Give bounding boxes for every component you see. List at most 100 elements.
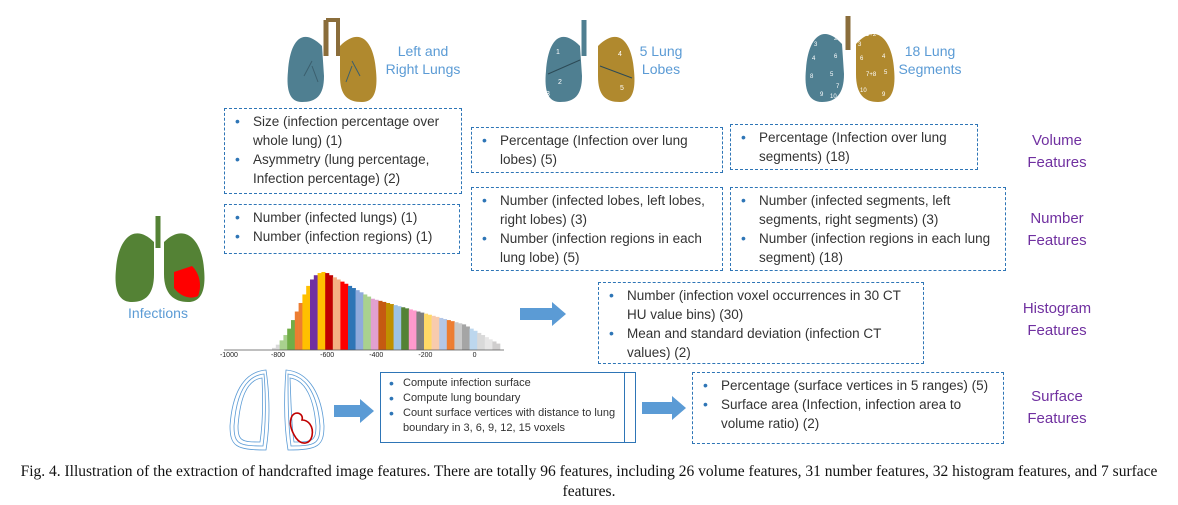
histogram-bar — [340, 281, 345, 350]
histogram-bar — [382, 301, 387, 350]
feature-item: Number (infected segments, left segments… — [739, 191, 1001, 229]
segment-number: 10 — [860, 88, 867, 94]
segment-number: 8 — [810, 74, 814, 80]
histogram-bar — [401, 307, 406, 350]
feature-item: Count surface vertices with distance to … — [387, 406, 623, 436]
segment-number: 4 — [812, 56, 816, 62]
histogram-bar — [450, 321, 455, 350]
histogram-bar — [446, 320, 451, 350]
histogram-bar — [484, 337, 489, 350]
histogram-bar — [344, 283, 349, 350]
left-right-lungs-image — [287, 18, 377, 102]
segment-number: 9 — [820, 92, 824, 98]
infection-lungs-image — [115, 216, 205, 302]
histogram-bar — [454, 322, 459, 350]
lung-segments-image: 1 2 3 4 5 6 7 8 9 10 1+2 3 4 5 6 7+8 9 1… — [805, 16, 895, 103]
histogram-bar — [443, 319, 448, 350]
histogram-bar — [412, 310, 417, 350]
histogram-bar — [473, 330, 478, 350]
volume-segments-box: Percentage (Infection over lung segments… — [730, 124, 978, 170]
histogram-bar — [405, 308, 410, 350]
lobe-number: 1 — [556, 49, 560, 56]
histogram-bar — [348, 285, 353, 350]
histogram-tick-label: -800 — [271, 352, 286, 359]
feature-item: Number (infection regions in each lung s… — [739, 229, 1001, 267]
histogram-bar — [469, 328, 474, 350]
feature-item: Number (infection regions) (1) — [233, 227, 455, 246]
histogram-bar — [298, 302, 303, 350]
feature-item: Asymmetry (lung percentage, Infection pe… — [233, 150, 457, 188]
histogram-bar — [397, 306, 402, 350]
feature-item: Number (infected lobes, left lobes, righ… — [480, 191, 718, 229]
histogram-bar — [306, 285, 311, 350]
histogram-bar — [294, 311, 299, 350]
histogram-bar — [272, 347, 277, 350]
histogram-bar — [321, 272, 326, 350]
lung-surface-contour-image — [229, 369, 325, 451]
segment-number: 3 — [858, 42, 862, 48]
surface-compute-box: Compute infection surface Compute lung b… — [380, 372, 636, 443]
histogram-bar — [488, 339, 493, 350]
surface-features-label: Surface Features — [1027, 388, 1087, 427]
histogram-bar — [424, 313, 429, 350]
volume-features-label: Volume Features — [1027, 132, 1087, 171]
histogram-bar — [481, 335, 486, 350]
lung-segments-label: 18 Lung Segments — [898, 43, 962, 77]
histogram-tick-label: -200 — [418, 352, 433, 359]
feature-item: Compute infection surface — [387, 376, 623, 391]
segment-number: 4 — [882, 54, 886, 60]
histogram-bar — [329, 275, 334, 350]
histogram-bar — [408, 309, 413, 350]
histogram-bar — [420, 312, 425, 350]
histogram-bar — [439, 317, 444, 350]
segment-number: 9 — [882, 92, 886, 98]
histogram-bar — [427, 314, 432, 350]
segment-number: 10 — [830, 94, 837, 100]
figure-caption: Fig. 4. Illustration of the extraction o… — [20, 463, 1158, 500]
segment-number: 6 — [860, 56, 864, 62]
infections-label: Infections — [128, 305, 188, 321]
histogram-bar — [462, 324, 467, 350]
number-lobes-box: Number (infected lobes, left lobes, righ… — [471, 187, 723, 271]
left-right-lungs-label: Left and Right Lungs — [385, 43, 461, 77]
histogram-bar — [287, 328, 292, 350]
feature-item: Percentage (Infection over lung segments… — [739, 128, 973, 166]
lobe-number: 5 — [620, 85, 624, 92]
histogram-bar — [336, 279, 341, 350]
segment-number: 5 — [830, 72, 834, 78]
histogram-bar — [313, 275, 318, 350]
histogram-arrow — [520, 302, 566, 326]
lung-lobes-label: 5 Lung Lobes — [639, 43, 683, 77]
feature-item: Size (infection percentage over whole lu… — [233, 112, 457, 150]
histogram-bar — [359, 292, 364, 350]
histogram-bar — [370, 298, 375, 350]
histogram-bar — [325, 273, 330, 350]
feature-item: Number (infected lungs) (1) — [233, 208, 455, 227]
segment-number: 2 — [834, 36, 838, 42]
segment-number: 6 — [834, 54, 838, 60]
segment-number: 1+2 — [866, 32, 877, 38]
volume-lobes-box: Percentage (Infection over lung lobes) (… — [471, 127, 723, 173]
histogram-features-box: Number (infection voxel occurrences in 3… — [598, 282, 924, 364]
histogram-tick-label: -1000 — [219, 352, 238, 359]
number-lungs-box: Number (infected lungs) (1) Number (infe… — [224, 204, 460, 254]
histogram-bar — [279, 340, 284, 350]
segment-number: 1 — [824, 24, 828, 30]
feature-item: Compute lung boundary — [387, 391, 623, 406]
histogram-chart — [224, 272, 504, 351]
segment-number: 5 — [884, 70, 888, 76]
histogram-bar — [374, 299, 379, 350]
histogram-bar — [386, 302, 391, 350]
histogram-bar — [351, 288, 356, 350]
histogram-bar — [435, 316, 440, 350]
histogram-bar — [283, 335, 288, 350]
histogram-features-label: Histogram Features — [1022, 300, 1092, 339]
feature-item: Mean and standard deviation (infection C… — [607, 324, 919, 362]
histogram-bar — [416, 311, 421, 350]
feature-item: Surface area (Infection, infection area … — [701, 395, 999, 433]
feature-item: Number (infection regions in each lung l… — [480, 229, 718, 267]
histogram-bar — [302, 294, 307, 350]
histogram-bar — [363, 294, 368, 350]
lobe-number: 2 — [558, 79, 562, 86]
